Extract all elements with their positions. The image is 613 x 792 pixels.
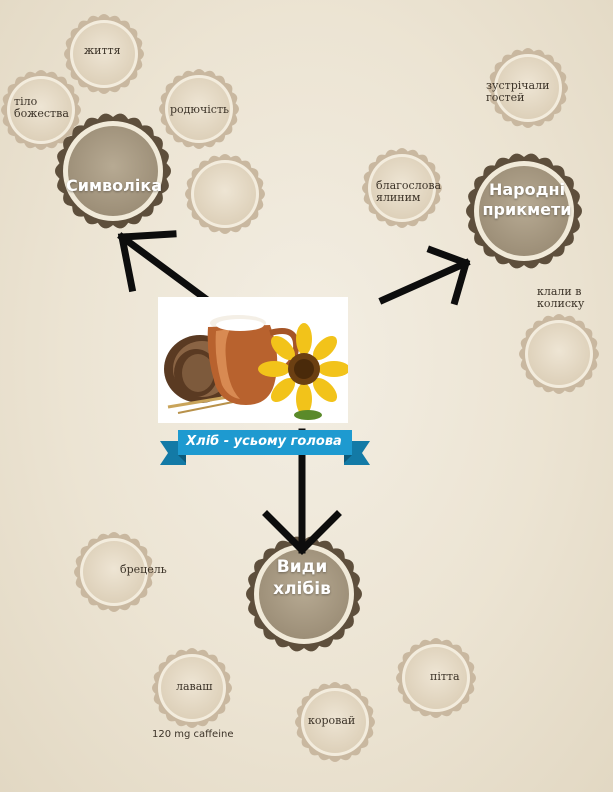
banner-title: Хліб - усьому голова [186,434,342,449]
circle-pretzel [74,532,154,612]
arrow-to-folk-signs [378,245,471,306]
title-banner [160,430,370,465]
leaf-lavash[interactable]: лаваш [176,680,213,693]
circle-korovai [295,682,375,762]
circle-empty-top [185,154,265,234]
node-bread-types[interactable]: Види хлібів [273,557,331,599]
node-folk-signs[interactable]: Народні прикмети [482,180,572,219]
circle-blessed-fir [362,148,442,228]
leaf-body-of-god[interactable]: тіло божества [14,95,69,120]
circle-life [64,14,144,94]
leaf-pretzel[interactable]: брецель [120,563,167,576]
circle-bread-types [246,536,362,652]
circle-body-of-god [1,70,81,150]
milk-jug-bread-sunflower-image [158,297,348,423]
leaf-put-in-cradle[interactable]: клали в колиску [537,285,585,310]
circle-pitta [396,638,476,718]
central-image [158,297,348,423]
leaf-met-guests[interactable]: зустрічали гостей [486,79,550,104]
leaf-life[interactable]: життя [84,44,121,57]
node-symbolism[interactable]: Символіка [65,176,162,195]
circle-put-in-cradle [519,314,599,394]
leaf-pitta[interactable]: пітта [430,670,460,683]
leaf-korovai[interactable]: коровай [308,714,356,727]
arrow-to-symbolism [117,230,215,307]
caffeine-note: 120 mg caffeine [152,729,234,740]
circle-folk-signs [466,153,582,269]
leaf-blessed-fir[interactable]: благослова ялиним [376,179,442,204]
circle-symbolism [55,113,171,229]
leaf-fertility[interactable]: родючість [170,103,230,116]
circle-lavash [152,648,232,728]
circle-fertility [159,69,239,149]
circle-met-guests [488,48,568,128]
